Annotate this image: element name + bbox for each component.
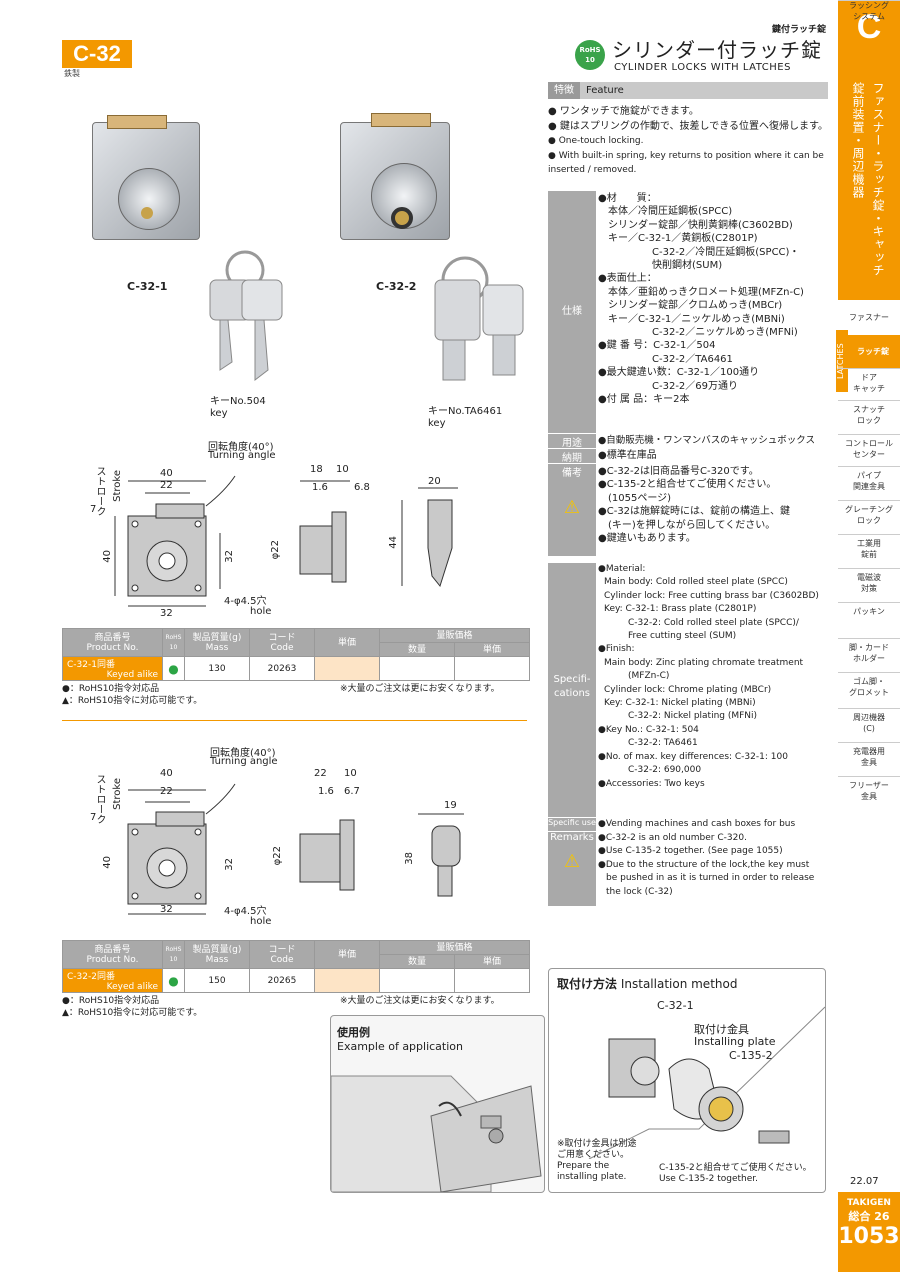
date-label: 22.07 [850, 1176, 879, 1187]
label-c321: C-32-1 [127, 280, 168, 293]
section-letter: C [856, 8, 882, 46]
page-title-en: CYLINDER LOCKS WITH LATCHES [614, 62, 791, 73]
nav-item[interactable]: グレーチング ロック [845, 505, 893, 525]
use-en-label: Specific use [548, 818, 596, 831]
nav-item[interactable]: 脚・カード ホルダー [849, 643, 889, 663]
warning-icon: ⚠ [563, 497, 581, 518]
section-title-2: 錠前装置・周辺機器 [851, 82, 865, 199]
use-label: 用途 [548, 434, 596, 449]
nav-item[interactable]: パイプ 関連金具 [853, 471, 885, 491]
page-footer: TAKIGEN 総合 26 1053 [838, 1192, 900, 1272]
nav-item[interactable]: フリーザー 金具 [849, 781, 889, 801]
nav-item[interactable]: 充電器用 金具 [853, 747, 885, 767]
label-c322: C-32-2 [376, 280, 417, 293]
nav-item[interactable]: スナッチ ロック [853, 405, 885, 425]
product-image-c321 [92, 115, 200, 240]
warning-icon: ⚠ [563, 851, 581, 872]
key-504-icon [209, 250, 283, 382]
section-title-1: ファスナー・ラッチ錠・キャッチ [871, 82, 885, 277]
spec-jp: ●材 質：本体／冷間圧延鋼板(SPCC)シリンダー錠部／快削黄銅棒(C3602B… [598, 193, 804, 406]
nav-item-active[interactable]: ラッチ錠 [846, 335, 900, 369]
feature-list: ● ワンタッチで施錠ができます。 ● 鍵はスプリングの作動で、抜差しできる位置へ… [548, 106, 829, 175]
remarks-en: ●C-32-2 is an old number C-320.●Use C-13… [598, 833, 815, 897]
remarks-label: 備考⚠ [548, 464, 596, 556]
nav-item[interactable]: 周辺機器 (C) [853, 713, 885, 733]
nav-item[interactable]: 工業用 錠前 [857, 539, 881, 559]
nav-item[interactable]: ゴム脚・ グロメット [849, 677, 889, 697]
nav-item[interactable]: 電磁波 対策 [857, 573, 881, 593]
use-en: ●Vending machines and cash boxes for bus [598, 819, 796, 829]
nav-item[interactable]: パッキン [853, 607, 885, 616]
remarks-en-label: Remarks⚠ [548, 832, 596, 906]
delivery-label: 納期 [548, 449, 596, 464]
product-image-c322 [340, 113, 450, 240]
use-text: ●自動販売機・ワンマンバスのキャッシュボックス [598, 435, 816, 446]
spec-label: 仕様 [548, 191, 596, 433]
installation-method: 取付け方法 Installation method C-32-1 取付け金具 I… [548, 968, 826, 1193]
drawing-c321: 回転角度(40°) Turning angle ストローク Stroke 7 4… [60, 436, 530, 622]
key-ta6461-icon [434, 256, 524, 381]
nav-item[interactable]: コントロール センター [845, 439, 893, 459]
side-index [838, 0, 900, 300]
category-label: 鍵付ラッチ錠 [772, 25, 827, 35]
nav-item[interactable]: ラッシング システム [849, 1, 889, 21]
nav-item[interactable]: ドア キャッチ [853, 373, 885, 393]
remarks-jp: ●C-32-2は旧商品番号C-320です。●C-135-2と組合せてご使用くださ… [598, 466, 791, 545]
spec-en-label: Specifi- cations [548, 563, 596, 817]
product-code: C-32 [62, 40, 132, 68]
application-example: 使用例 Example of application [330, 1015, 545, 1193]
nav-item[interactable]: ファスナー [849, 313, 889, 322]
material-label: 鉄製 [64, 69, 80, 78]
drawing-c322: 回転角度(40°) Turning angle ストローク Stroke 7 4… [60, 742, 530, 932]
delivery-text: ●標準在庫品 [598, 450, 657, 461]
spec-en: ●Material:Main body: Cold rolled steel p… [598, 564, 819, 789]
page-title: シリンダー付ラッチ錠 [612, 38, 822, 62]
